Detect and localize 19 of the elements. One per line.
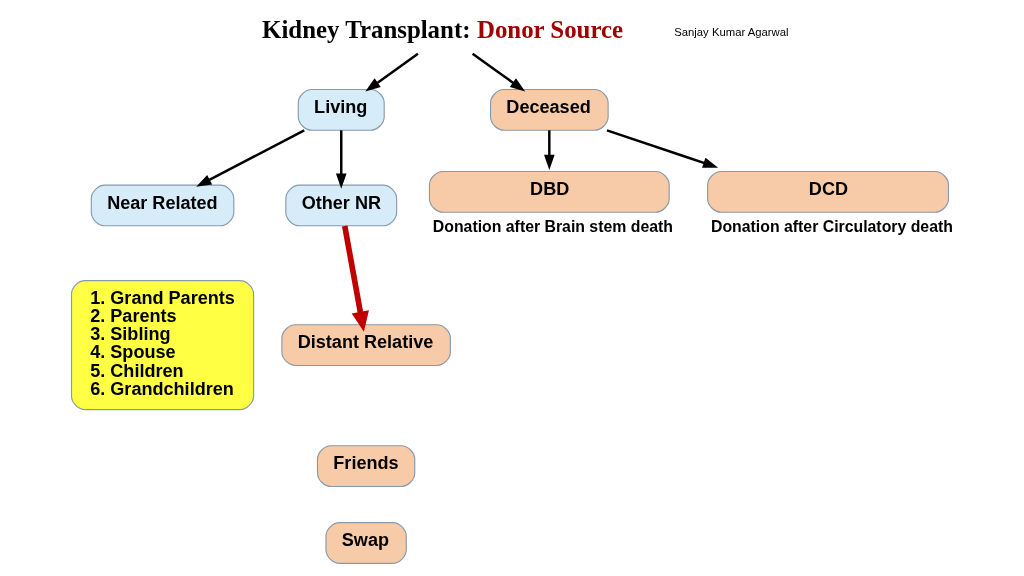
node-label: Donation after Brain stem death	[432, 217, 673, 235]
node-box: Near Related	[90, 184, 235, 227]
arrow	[544, 130, 555, 170]
node-box: Deceased	[489, 88, 609, 131]
arrow	[606, 129, 719, 168]
label: Sanjay Kumar Agarwal	[674, 25, 789, 38]
arrow	[196, 129, 305, 187]
arrow	[341, 225, 369, 332]
node-text: Kidney Transplant: Donor Source	[262, 16, 624, 44]
node-box: Swap	[325, 522, 407, 564]
node-box: Other NR	[285, 184, 398, 227]
arrow	[471, 52, 526, 92]
node-label: Donation after Circulatory death	[711, 217, 953, 235]
node-box: 1. Grand Parents 2. Parents 3. Sibling 4. Spouse 5. Children 6. Grandchildren	[70, 280, 255, 411]
node-box: Distant Relative	[281, 324, 451, 367]
node-box: Friends	[316, 445, 416, 488]
arrow	[365, 52, 419, 92]
arrow	[335, 130, 347, 189]
node-box: Living	[297, 88, 385, 131]
